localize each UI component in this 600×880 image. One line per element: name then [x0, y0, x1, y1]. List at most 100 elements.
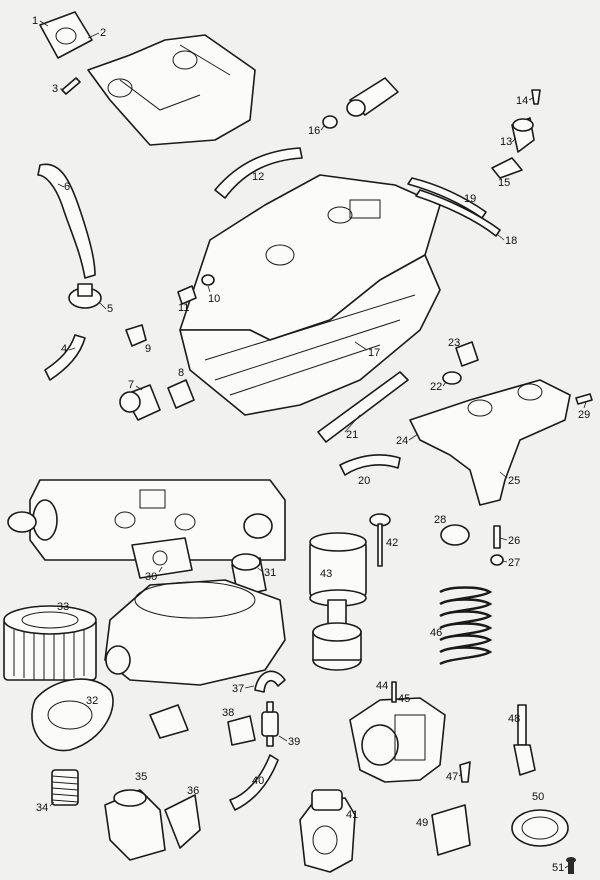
svg-text:9: 9	[145, 343, 151, 355]
air-cleaner-casing	[29, 479, 286, 561]
part-49-float	[431, 804, 471, 856]
part-43-dashpot	[309, 532, 367, 607]
part-19-strip	[407, 177, 487, 219]
callout-48: 48	[508, 713, 520, 725]
callout-9: 9	[145, 343, 151, 355]
callout-41: 41	[346, 809, 358, 821]
svg-text:17: 17	[368, 347, 380, 359]
part-5-valve	[68, 283, 102, 309]
part-14-bolt	[531, 89, 541, 105]
callout-18: 18	[496, 233, 517, 247]
svg-text:27: 27	[508, 557, 520, 569]
svg-text:45: 45	[398, 693, 410, 705]
svg-text:1: 1	[32, 15, 38, 27]
part-22-washer	[442, 371, 462, 385]
svg-text:46: 46	[430, 627, 442, 639]
part-34-spring	[51, 769, 79, 806]
callout-38: 38	[222, 707, 234, 719]
svg-text:19: 19	[464, 193, 476, 205]
part-30-gasket	[131, 537, 193, 579]
callout-34: 34	[36, 801, 55, 814]
svg-text:48: 48	[508, 713, 520, 725]
svg-text:16: 16	[308, 125, 320, 137]
callout-43: 43	[320, 568, 332, 580]
part-27-nut	[490, 554, 504, 566]
part-37-hose	[254, 670, 286, 693]
svg-text:26: 26	[508, 535, 520, 547]
callout-16: 16	[308, 125, 325, 137]
part-12-hose	[214, 147, 303, 199]
callout-29: 29	[578, 401, 590, 421]
part-6-hose	[37, 163, 96, 279]
callout-46: 46	[430, 627, 442, 639]
part-40-hose	[229, 754, 279, 811]
callout-3: 3	[52, 83, 64, 95]
callout-49: 49	[416, 817, 428, 829]
svg-text:3: 3	[52, 83, 58, 95]
svg-text:11: 11	[178, 302, 189, 314]
callout-24: 24	[396, 433, 419, 447]
air-cleaner-housing	[104, 579, 286, 686]
part-48-jet	[513, 704, 536, 776]
svg-text:49: 49	[416, 817, 428, 829]
svg-text:18: 18	[505, 235, 517, 247]
callout-42: 42	[386, 537, 398, 549]
svg-text:28: 28	[434, 514, 446, 526]
part-17-manifold-body	[179, 174, 441, 416]
part-42-damper	[369, 513, 391, 567]
svg-text:13: 13	[500, 136, 512, 148]
callout-26: 26	[499, 535, 520, 547]
callout-32: 32	[86, 695, 98, 707]
callout-15: 15	[498, 177, 510, 189]
part-35-deflector	[104, 789, 166, 861]
part-25-exhaust-manifold	[409, 379, 571, 506]
svg-text:12: 12	[252, 171, 264, 183]
callout-27: 27	[502, 557, 520, 569]
svg-text:5: 5	[107, 303, 113, 315]
callout-12: 12	[252, 171, 264, 183]
svg-text:38: 38	[222, 707, 234, 719]
callout-10: 10	[207, 285, 220, 305]
svg-text:14: 14	[516, 95, 528, 107]
svg-text:22: 22	[430, 381, 442, 393]
part-51-screw	[566, 857, 576, 874]
part-33-filter-element	[3, 605, 97, 681]
svg-text:35: 35	[135, 771, 147, 783]
part-20-hose	[339, 454, 401, 476]
svg-text:30: 30	[145, 571, 157, 583]
callout-4: 4	[61, 343, 76, 355]
callout-21: 21	[344, 414, 361, 441]
svg-text:8: 8	[178, 367, 184, 379]
callout-2: 2	[87, 27, 106, 39]
part-2-inlet-manifold	[87, 34, 256, 146]
svg-text:39: 39	[288, 736, 300, 748]
svg-text:25: 25	[508, 475, 520, 487]
part-13-thermostat	[511, 117, 535, 153]
callout-14: 14	[516, 95, 534, 107]
svg-text:40: 40	[252, 775, 264, 787]
part-21-tube	[317, 371, 409, 443]
callout-31: 31	[257, 567, 276, 579]
callout-1: 1	[32, 15, 49, 27]
callout-51: 51	[552, 862, 569, 874]
svg-text:6: 6	[64, 181, 70, 193]
svg-text:24: 24	[396, 435, 408, 447]
callout-45: 45	[398, 693, 410, 705]
svg-text:20: 20	[358, 475, 370, 487]
part-15-gasket	[491, 157, 523, 179]
bracket	[149, 704, 189, 739]
callout-19: 19	[464, 193, 476, 205]
part-elbow-pipe	[346, 77, 399, 117]
svg-text:32: 32	[86, 695, 98, 707]
callout-11: 11	[178, 302, 189, 314]
part-39-valve	[261, 701, 279, 747]
svg-text:36: 36	[187, 785, 199, 797]
callout-30: 30	[145, 566, 163, 583]
part-11-plug	[177, 285, 197, 305]
callout-36: 36	[187, 785, 199, 797]
svg-text:4: 4	[61, 343, 67, 355]
svg-text:15: 15	[498, 177, 510, 189]
svg-text:41: 41	[346, 809, 358, 821]
part-4-hose	[44, 334, 86, 381]
